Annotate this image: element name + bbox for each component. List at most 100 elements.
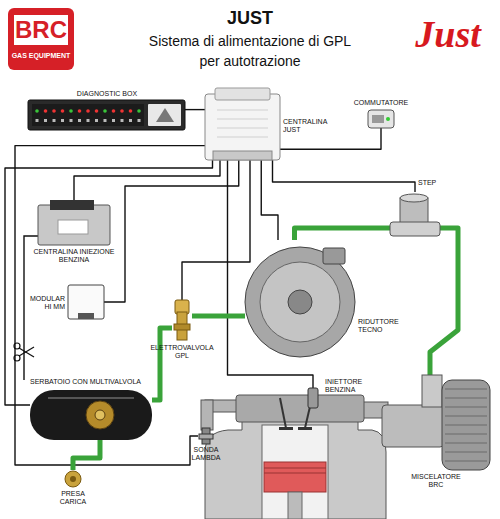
logo-text: BRC	[14, 16, 68, 44]
ecu-connector	[213, 151, 272, 160]
mixer-neck	[422, 375, 442, 407]
led-panel	[32, 104, 144, 126]
led	[112, 109, 116, 113]
device-illustration	[38, 200, 110, 245]
device-node: COMMUTATORE	[368, 110, 394, 128]
device-node: STEP	[390, 192, 440, 240]
electric-wire	[273, 160, 416, 192]
gas-pipe	[192, 313, 245, 318]
led	[103, 109, 107, 113]
led	[95, 109, 99, 113]
electric-wire	[104, 160, 239, 302]
device-node: SERBATOIO CON MULTIVALVOLA	[30, 390, 152, 440]
logo-mark	[156, 108, 174, 122]
electric-wire	[261, 160, 278, 240]
component-label: RIDUTTORE TECNO	[358, 318, 410, 334]
device-group	[28, 100, 185, 130]
gas-pipe	[430, 228, 458, 375]
reducer-cover	[260, 262, 340, 342]
ecu-rib	[217, 128, 268, 129]
component-label: DIAGNOSTIC BOX	[62, 90, 152, 98]
component-label: CENTRALINA INIEZIONE BENZINA	[28, 248, 120, 264]
ecu-sticker	[58, 220, 88, 234]
electric-wire	[182, 160, 250, 300]
led-mark	[121, 119, 124, 122]
device-group	[174, 300, 190, 340]
cylinder-head	[236, 395, 364, 422]
sensor-nut	[199, 434, 213, 439]
component-label: ELETTROVALVOLA GPL	[147, 344, 217, 360]
component-label: STEP	[418, 179, 448, 187]
mixer-body	[382, 405, 444, 447]
filter-rib	[445, 443, 487, 444]
info-panel	[148, 104, 181, 126]
device-body	[28, 100, 185, 130]
ecu-body	[205, 94, 280, 160]
device-illustration	[198, 428, 214, 444]
led	[78, 109, 82, 113]
device-illustration	[368, 110, 394, 128]
led-mark	[61, 119, 64, 122]
device-group	[368, 110, 394, 128]
device-illustration	[205, 88, 280, 160]
valve-body	[390, 222, 440, 236]
filter-rib	[445, 425, 487, 426]
led-mark	[44, 119, 47, 122]
filter-rib	[445, 416, 487, 417]
device-group	[382, 375, 490, 470]
device-illustration	[30, 390, 152, 440]
engine-valve	[280, 398, 286, 428]
electric-wire	[74, 160, 220, 200]
device-illustration	[382, 375, 490, 470]
led	[44, 109, 48, 113]
led-mark	[129, 119, 132, 122]
led-mark	[78, 119, 81, 122]
device-node: PRESA CARICA	[60, 470, 86, 488]
connecting-rod	[288, 492, 302, 519]
led	[61, 109, 65, 113]
ecu-body	[38, 205, 110, 245]
led-mark	[112, 119, 115, 122]
device-illustration	[172, 300, 192, 340]
filter-rib	[445, 452, 487, 453]
component-label: PRESA CARICA	[55, 490, 91, 506]
device-illustration	[305, 388, 321, 408]
led	[137, 109, 141, 113]
device-node: ELETTROVALVOLA GPL	[172, 300, 192, 340]
gas-pipe	[295, 228, 391, 240]
piston	[264, 462, 326, 492]
switch-led	[386, 117, 390, 121]
module-body	[68, 285, 104, 319]
subtitle-text: Sistema di alimentazione di GPL per auto…	[144, 31, 356, 71]
device-illustration	[28, 100, 185, 130]
cylinder-bore	[262, 425, 328, 519]
filter-rib	[445, 389, 487, 390]
device-group	[308, 388, 318, 408]
filler-core	[70, 476, 76, 482]
device-node: DIAGNOSTIC BOX	[28, 100, 185, 130]
device-group	[65, 471, 81, 487]
multivalve	[86, 401, 114, 429]
component-label: SONDA LAMBDA	[187, 446, 225, 462]
device-node: CENTRALINA JUST	[205, 88, 280, 160]
valve-head	[279, 427, 293, 430]
device-illustration	[60, 470, 86, 488]
component-label: SERBATOIO CON MULTIVALVOLA	[30, 378, 170, 386]
engine-block	[205, 420, 386, 519]
logo-text: GAS EQUIPMENT	[8, 51, 74, 60]
led-mark	[53, 119, 56, 122]
led	[52, 109, 56, 113]
component-label: MISCELATORE BRC	[406, 473, 466, 489]
filter-rib	[445, 398, 487, 399]
piston-ring	[264, 473, 326, 474]
device-group	[199, 428, 213, 444]
led-mark	[36, 119, 39, 122]
valve-nut	[174, 324, 190, 330]
component-label: INIETTORE BENZINA	[325, 378, 373, 394]
led-mark	[70, 119, 73, 122]
led-mark	[138, 119, 141, 122]
led-mark	[95, 119, 98, 122]
electric-wire	[15, 146, 205, 465]
device-illustration	[390, 192, 440, 240]
